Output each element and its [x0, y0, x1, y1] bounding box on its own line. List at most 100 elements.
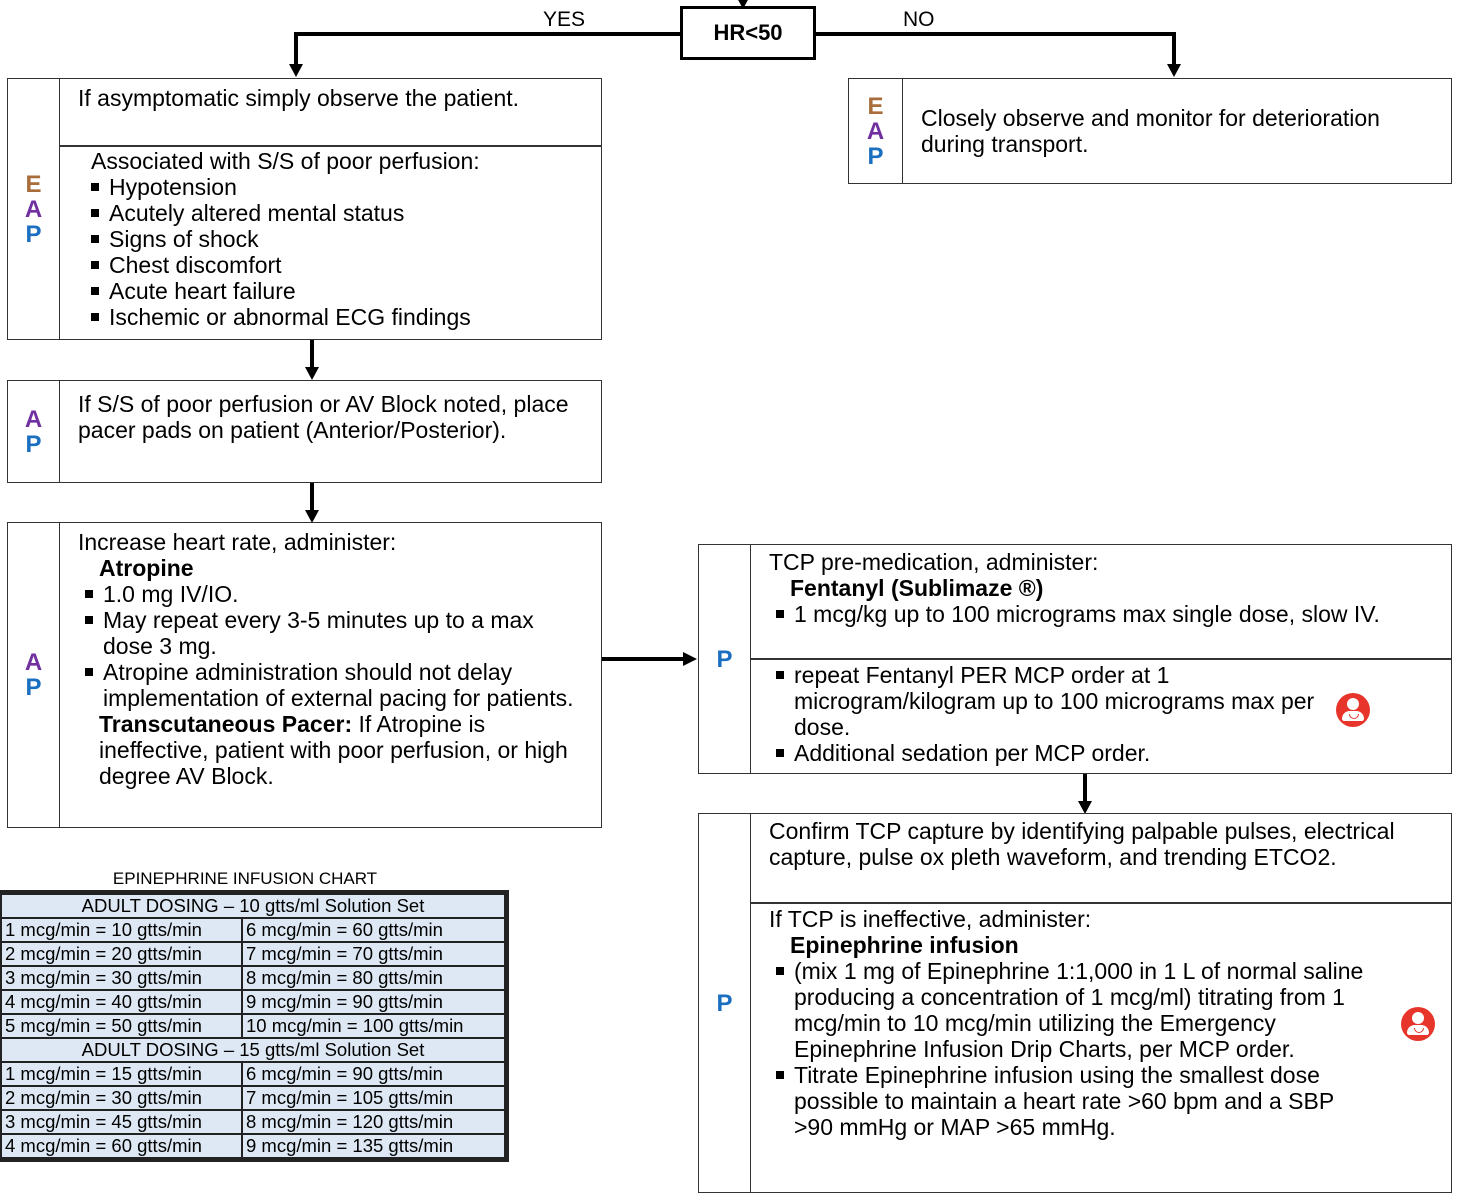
mcp-order-icon [1401, 1007, 1435, 1041]
tcp-intro: TCP pre-medication, administer: [769, 549, 1099, 575]
atropine-list: 1.0 mg IV/IO. May repeat every 3-5 minut… [78, 581, 588, 711]
list-item: Hypotension [84, 174, 591, 200]
table-cell: 4 mcg/min = 60 gtts/min [0, 1133, 243, 1159]
no-label: NO [903, 8, 935, 31]
top-arrowhead [736, 0, 750, 9]
confirm-capture-text: Confirm TCP capture by identifying palpa… [769, 818, 1395, 870]
list-item: May repeat every 3-5 minutes up to a max… [78, 607, 588, 659]
yes-branch-line [294, 32, 680, 36]
table-cell: 6 mcg/min = 60 gtts/min [241, 917, 506, 943]
no-branch-line [816, 32, 1176, 36]
mcp-order-icon [1336, 693, 1370, 727]
yes-arrowhead [289, 64, 303, 77]
list-item: Acutely altered mental status [84, 200, 591, 226]
infusion-chart-title: EPINEPHRINE INFUSION CHART [112, 869, 378, 888]
table-cell: 9 mcg/min = 135 gtts/min [241, 1133, 506, 1159]
list-item: 1 mcg/kg up to 100 micrograms max single… [769, 601, 1439, 627]
poor-perfusion-list: Hypotension Acutely altered mental statu… [84, 174, 591, 330]
tcp-note: Transcutaneous Pacer: If Atropine is ine… [78, 711, 588, 789]
table-cell: 1 mcg/min = 10 gtts/min [0, 917, 243, 943]
table-cell: 2 mcg/min = 20 gtts/min [0, 941, 243, 967]
table-cell: 6 mcg/min = 90 gtts/min [241, 1061, 506, 1087]
table-cell: 9 mcg/min = 90 gtts/min [241, 989, 506, 1015]
observe-text: If asymptomatic simply observe the patie… [78, 85, 520, 111]
tcp-divider [750, 658, 1451, 660]
list-item: Acute heart failure [84, 278, 591, 304]
tcp-bold: Transcutaneous Pacer: [99, 711, 353, 737]
table-cell: 2 mcg/min = 30 gtts/min [0, 1085, 243, 1111]
table-cell: 4 mcg/min = 40 gtts/min [0, 989, 243, 1015]
level-p: P [25, 220, 42, 248]
list-item: Additional sedation per MCP order. [769, 740, 1329, 766]
table-cell: 10 mcg/min = 100 gtts/min [241, 1013, 506, 1039]
table-cell: 1 mcg/min = 15 gtts/min [0, 1061, 243, 1087]
fentanyl-drug: Fentanyl (Sublimaze ®) [769, 575, 1439, 601]
list-item: Atropine administration should not delay… [78, 659, 588, 711]
fentanyl-list: 1 mcg/kg up to 100 micrograms max single… [769, 601, 1439, 627]
level-e: E [25, 170, 42, 198]
epi-intro: If TCP is ineffective, administer: [769, 906, 1092, 932]
infusion-table: ADULT DOSING – 10 gtts/ml Solution Set 1… [0, 893, 506, 1159]
level-a: A [866, 117, 885, 145]
decision-label: HR<50 [713, 20, 783, 45]
table-cell: 8 mcg/min = 120 gtts/min [241, 1109, 506, 1135]
list-item: (mix 1 mg of Epinephrine 1:1,000 in 1 L … [769, 958, 1379, 1062]
epi-drug: Epinephrine infusion [769, 932, 1419, 958]
drug-name: Fentanyl (Sublimaze ®) [790, 575, 1044, 601]
yes-branch-drop [294, 32, 298, 66]
epi-divider [750, 902, 1451, 904]
no-branch-drop [1172, 32, 1176, 66]
list-item: repeat Fentanyl PER MCP order at 1 micro… [769, 662, 1329, 740]
level-p: P [699, 545, 751, 773]
level-a: A [24, 195, 43, 223]
arrowhead-tcp-epi [1078, 801, 1092, 814]
arrowhead-2-3 [305, 510, 319, 523]
level-e: E [867, 92, 884, 120]
level-p: P [25, 674, 42, 701]
arrowhead-3-tcp [683, 652, 697, 666]
list-item: 1.0 mg IV/IO. [78, 581, 588, 607]
level-a: A [24, 649, 43, 676]
list-item: Ischemic or abnormal ECG findings [84, 304, 591, 330]
section-header: ADULT DOSING – 15 gtts/ml Solution Set [0, 1037, 506, 1063]
tcp-text: If Atropine is ineffective, patient with… [99, 711, 568, 789]
connector-1-2 [310, 340, 314, 370]
list-item: Chest discomfort [84, 252, 591, 278]
box-poor-perfusion: E A P If asymptomatic simply observe the… [7, 78, 602, 340]
connector-2-3 [310, 483, 314, 513]
poor-perfusion-section: Associated with S/S of poor perfusion: H… [91, 148, 591, 330]
box-tcp-premed: P TCP pre-medication, administer: Fentan… [698, 544, 1452, 774]
table-cell: 8 mcg/min = 80 gtts/min [241, 965, 506, 991]
box-atropine: A P Increase heart rate, administer: Atr… [7, 522, 602, 828]
box1-divider [59, 145, 601, 147]
no-arrowhead [1167, 64, 1181, 77]
poor-perfusion-heading: Associated with S/S of poor perfusion: [91, 148, 480, 174]
decision-box: HR<50 [680, 6, 816, 60]
level-eap: E A P [849, 79, 903, 183]
list-item: Signs of shock [84, 226, 591, 252]
infusion-chart: ADULT DOSING – 10 gtts/ml Solution Set 1… [0, 890, 509, 1162]
level-a: A [24, 405, 43, 433]
atropine-drug: Atropine [78, 555, 588, 581]
pacer-pads-text: If S/S of poor perfusion or AV Block not… [78, 391, 569, 443]
level-eap: E A P [8, 79, 60, 339]
level-p: P [716, 645, 733, 673]
box-pacer-pads: A P If S/S of poor perfusion or AV Block… [7, 380, 602, 483]
level-ap: A P [8, 381, 60, 482]
fentanyl-repeat-list: repeat Fentanyl PER MCP order at 1 micro… [769, 662, 1329, 766]
table-cell: 7 mcg/min = 105 gtts/min [241, 1085, 506, 1111]
arrowhead-1-2 [305, 367, 319, 380]
table-cell: 5 mcg/min = 50 gtts/min [0, 1013, 243, 1039]
atropine-section: Increase heart rate, administer: Atropin… [78, 529, 588, 789]
atropine-intro: Increase heart rate, administer: [78, 529, 397, 555]
table-cell: 7 mcg/min = 70 gtts/min [241, 941, 506, 967]
list-item: Titrate Epinephrine infusion using the s… [769, 1062, 1379, 1140]
